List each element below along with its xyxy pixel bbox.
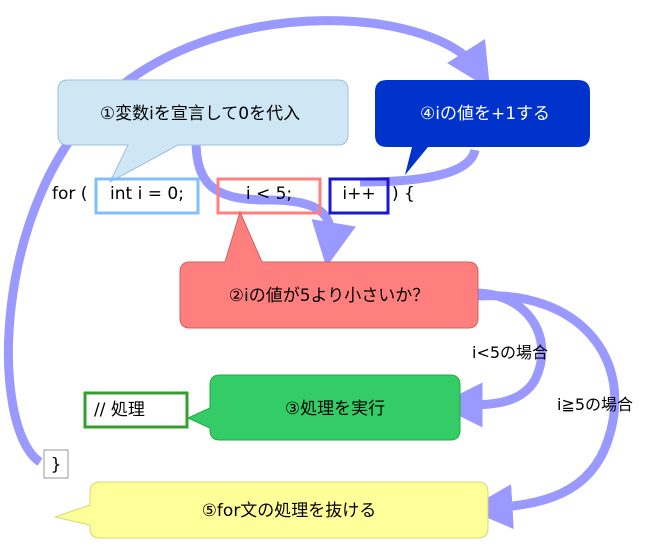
condition-code: i < 5;	[246, 184, 292, 204]
for-keyword: for (	[52, 184, 87, 204]
step1-callout	[57, 79, 349, 184]
step2-callout	[179, 210, 479, 329]
step3-label: ③処理を実行	[285, 399, 385, 419]
step4-label: ④iの値を+1する	[420, 104, 550, 124]
condition-box	[216, 177, 322, 215]
increment-to-step4-arrow	[359, 148, 480, 187]
step3-callout	[186, 374, 461, 441]
step5-label: ⑤for文の処理を抜ける	[202, 501, 377, 521]
true-branch-arrow	[437, 288, 547, 428]
step5-callout	[53, 481, 489, 539]
false-branch-arrow	[467, 291, 620, 530]
step4-callout	[375, 80, 590, 175]
increment-code: i++	[342, 184, 375, 204]
brace-open: ) {	[392, 184, 415, 204]
false-case-label: i≧5の場合	[557, 395, 633, 414]
step2-label: ②iの値が5より小さいか？	[229, 286, 429, 306]
true-case-label: i<5の場合	[472, 343, 548, 362]
brace-close-box	[43, 449, 69, 479]
step1-label: ①変数iを宣言して0を代入	[100, 104, 300, 124]
step1-to-condition-arrow	[191, 139, 356, 268]
init-box	[94, 177, 200, 215]
init-code: int i = 0;	[110, 184, 184, 204]
body-box	[83, 391, 189, 429]
body-code: // 処理	[94, 400, 145, 420]
increment-box	[328, 177, 390, 215]
brace-close: }	[51, 455, 62, 475]
